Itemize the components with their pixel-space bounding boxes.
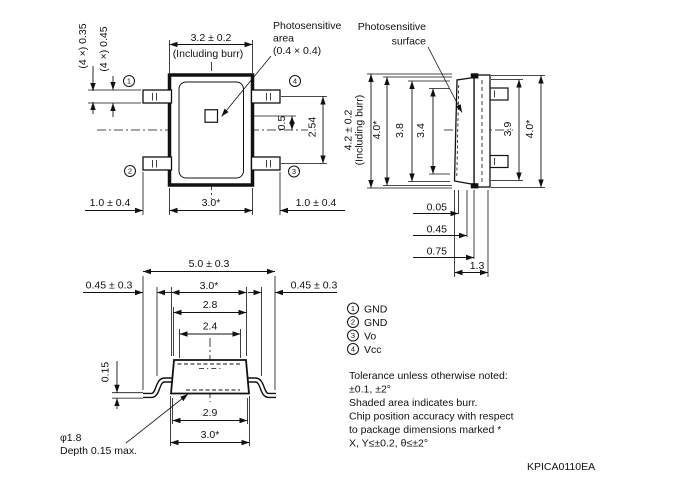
package-body-top — [167, 73, 255, 187]
burr-dashed-edge — [456, 84, 460, 178]
dim-label-015: 0.15 — [100, 362, 112, 383]
pin-callout-2: 2 — [124, 165, 136, 177]
pin-number: 1 — [351, 304, 355, 313]
pin-number: 4 — [351, 345, 355, 354]
hole-depth-label: Depth 0.15 max. — [60, 445, 137, 457]
pin-label: Vo — [364, 331, 376, 343]
side-lead-bottom — [489, 154, 509, 169]
side-lead-top — [489, 87, 509, 101]
extension-lines — [142, 172, 281, 215]
pin-legend-item-4: 4 Vcc — [347, 343, 382, 356]
pin-callout-number: 3 — [292, 167, 296, 176]
dim-label-lead-length-left: 1.0 ± 0.4 — [90, 197, 131, 209]
dim-label-40: 4.0* — [524, 120, 536, 139]
dim-label-lead-width: (4 ×) 0.45 — [98, 26, 110, 71]
extension-lines — [281, 96, 327, 164]
dim-label-13: 1.3 — [470, 260, 485, 272]
dim-label-29: 2.9 — [203, 407, 218, 419]
side-view: Photosensitive surface 4.2 ± 0.2 (Includ… — [343, 21, 545, 277]
dim-label-lead-thickness: (4 ×) 0.35 — [77, 23, 89, 68]
dim-label-burr-note: (Including burr) — [173, 48, 244, 60]
dim-label-burr-note: (Including burr) — [354, 95, 366, 166]
pin-callout-number: 1 — [127, 77, 131, 86]
dim-label-total-height: 4.2 ± 0.2 — [343, 109, 355, 150]
lens-window — [178, 81, 244, 179]
doc-code: KPICA0110EA — [527, 461, 595, 473]
burr-shaded-bottom — [470, 183, 479, 189]
dim-label-offset: 0.5 — [276, 116, 288, 131]
dim-label-foot-left: 0.45 ± 0.3 — [86, 280, 133, 292]
note-line: ±0.1, ±2° — [349, 384, 391, 396]
lead-1 — [142, 89, 173, 104]
extension-lines — [491, 75, 545, 188]
hole-diameter-label: φ1.8 — [60, 432, 82, 444]
pin-legend: 1 GND 2 GND 3 Vo 4 Vcc — [347, 302, 388, 356]
dim-label-34: 3.4 — [415, 123, 427, 138]
dim-label-body-width-bottom: 3.0* — [202, 197, 221, 209]
ps-area-label-line3: (0.4 × 0.4) — [273, 45, 321, 57]
extension-lines — [170, 396, 250, 446]
leader-line — [125, 393, 189, 444]
dim-label-body-width: 3.0* — [200, 280, 219, 292]
pin-label: Vcc — [364, 344, 382, 356]
lead-2 — [142, 156, 173, 171]
dim-label-045: 0.45 — [427, 224, 448, 236]
note-line: to package dimensions marked * — [349, 424, 501, 436]
burr-shaded-top — [470, 73, 479, 79]
pin-number: 3 — [351, 331, 355, 340]
dim-label-body-width: 3.2 ± 0.2 — [191, 32, 232, 44]
photosensitive-area-square — [204, 109, 219, 123]
extension-lines — [112, 392, 143, 399]
pin-callout-3: 3 — [288, 165, 300, 178]
dim-label-39: 3.9 — [502, 122, 514, 137]
leader-line — [427, 46, 463, 113]
pin-callout-4: 4 — [289, 75, 301, 87]
note-line: Tolerance unless otherwise noted: — [349, 370, 508, 382]
dim-label-body-height: 4.0* — [371, 121, 383, 140]
dim-label-28: 2.8 — [203, 299, 218, 311]
dim-label-foot-right: 0.45 ± 0.3 — [291, 280, 338, 292]
package-body-front — [170, 359, 250, 395]
top-view: 1 2 4 3 3.2 ± 0.2 (Including burr) (4 ×)… — [77, 20, 345, 215]
extension-lines — [367, 73, 452, 189]
dim-label-total-width: 5.0 ± 0.3 — [189, 258, 230, 270]
extension-lines — [142, 276, 276, 390]
pin-label: GND — [364, 304, 388, 316]
pin-legend-item-3: 3 Vo — [347, 329, 376, 343]
dim-label-lead-length-right: 1.0 ± 0.4 — [296, 197, 337, 209]
front-view: 5.0 ± 0.3 0.45 ± 0.3 3.0* 0.45 ± 0.3 2.8… — [60, 258, 337, 457]
ps-area-label-line1: Photosensitive — [273, 20, 341, 32]
dim-label-30-bottom: 3.0* — [201, 429, 220, 441]
notes-block: Tolerance unless otherwise noted: ±0.1, … — [349, 370, 514, 450]
ps-surface-label-line1: Photosensitive — [358, 21, 426, 33]
lead-4 — [250, 89, 281, 104]
pin-label: GND — [364, 317, 388, 329]
dim-label-075: 0.75 — [427, 246, 448, 258]
extension-lines — [88, 89, 141, 104]
pin-callout-1: 1 — [123, 75, 135, 87]
dim-label-38: 3.8 — [394, 123, 406, 138]
pin-legend-item-1: 1 GND — [347, 302, 388, 316]
dim-label-24: 2.4 — [203, 321, 218, 333]
leader-line — [221, 55, 272, 117]
lead-3 — [250, 156, 281, 171]
pin-number: 2 — [351, 318, 355, 327]
pin-legend-item-2: 2 GND — [347, 316, 388, 329]
note-line: X, Y≤±0.2, θ≤±2° — [349, 438, 428, 450]
note-line: Shaded area indicates burr. — [349, 397, 477, 409]
dim-label-005: 0.05 — [427, 202, 448, 214]
dim-label-pitch: 2.54 — [307, 117, 319, 138]
ps-surface-label-line2: surface — [392, 36, 427, 48]
pin-callout-number: 4 — [293, 77, 297, 86]
extension-lines — [454, 190, 489, 277]
ps-area-label-line2: area — [273, 33, 294, 45]
pin-callout-number: 2 — [128, 167, 132, 176]
note-line: Chip position accuracy with respect — [349, 411, 514, 423]
